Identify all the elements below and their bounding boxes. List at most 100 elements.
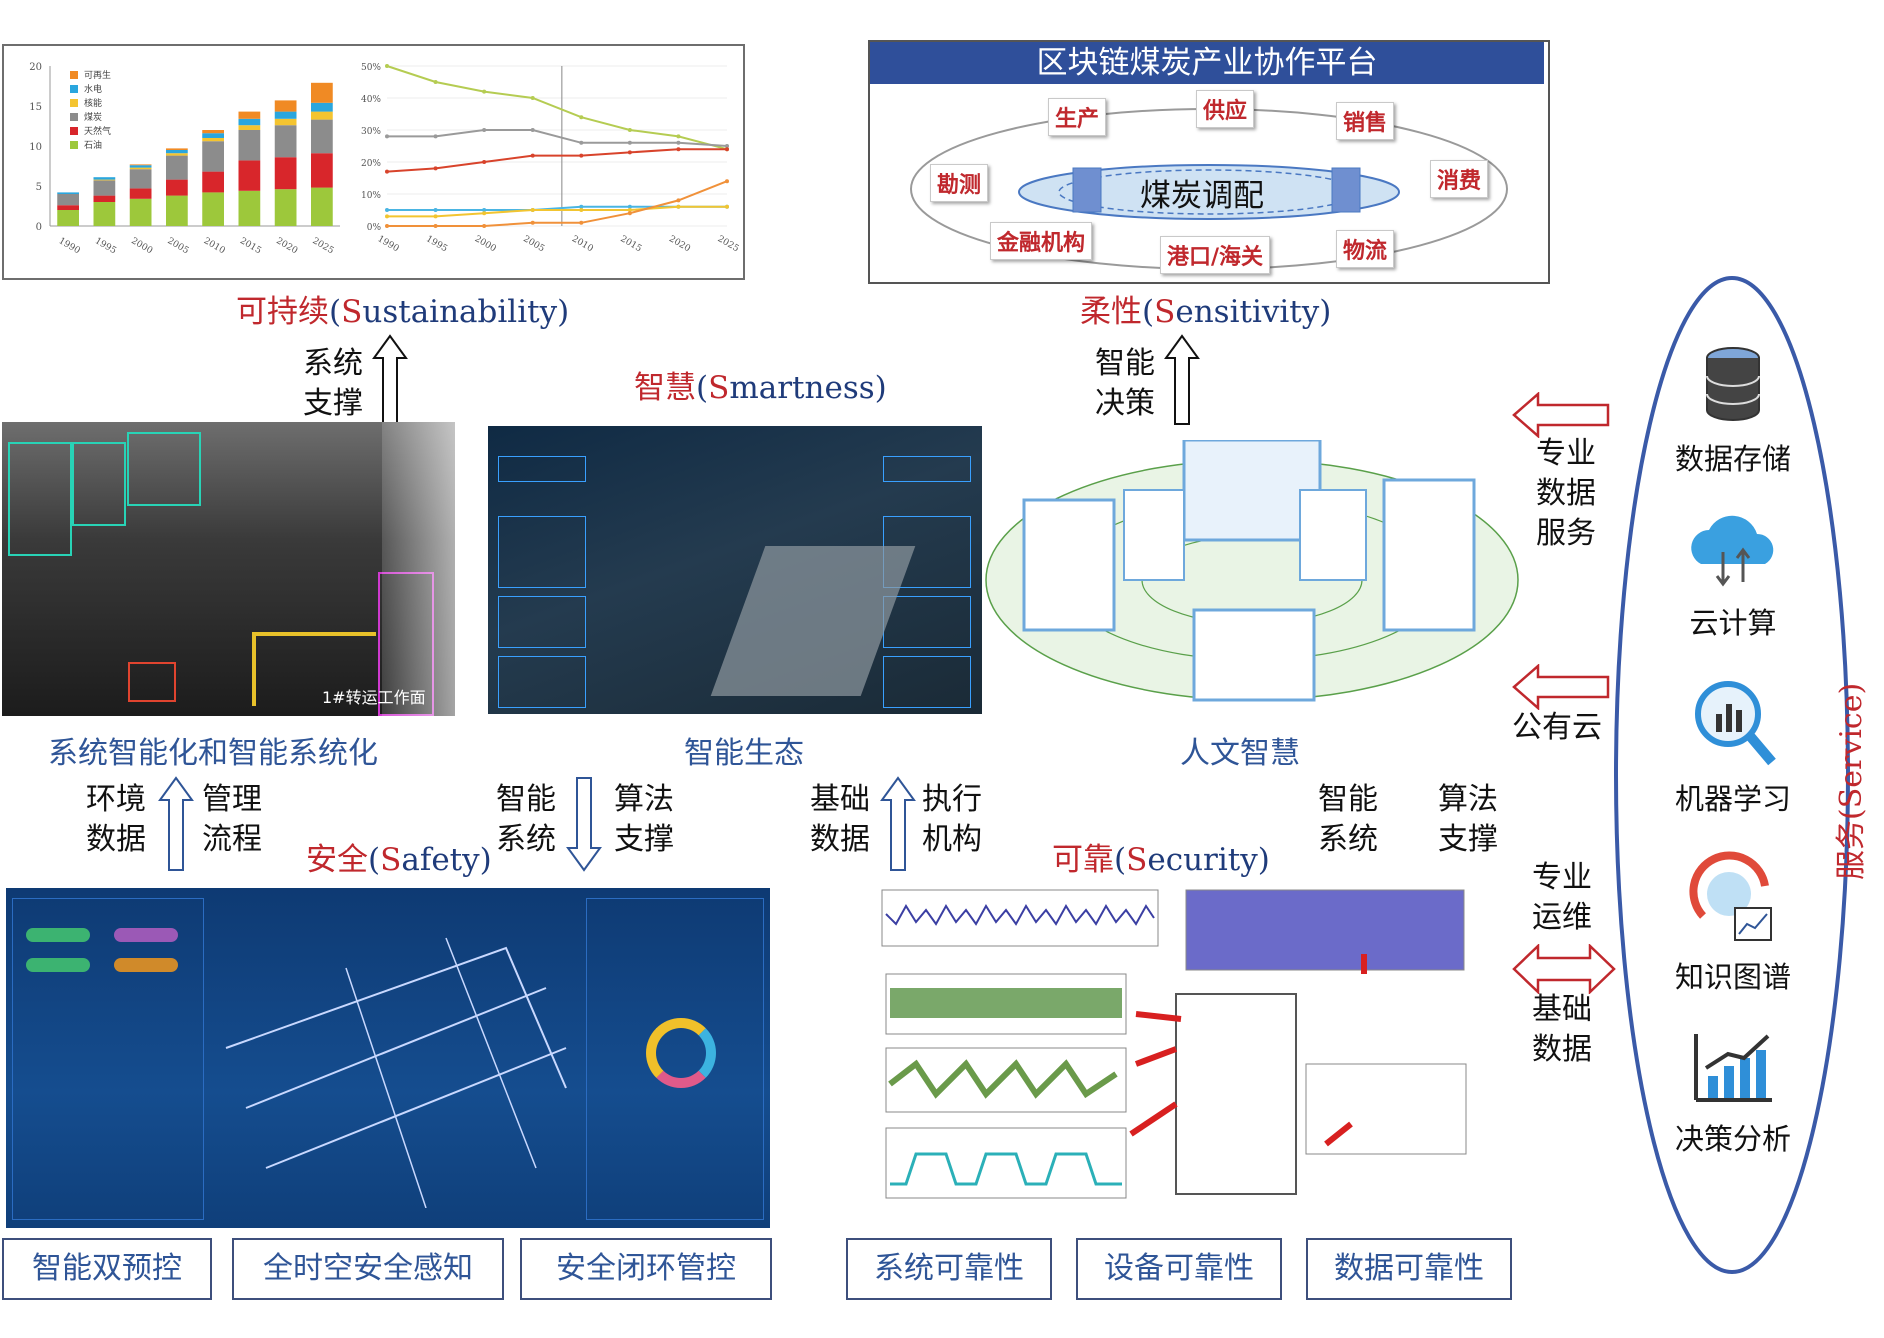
caption-eco: 智能生态 xyxy=(684,736,804,771)
legend-swatch xyxy=(70,99,78,107)
label-smart-system-l: 智能 系统 xyxy=(496,782,556,857)
line-point xyxy=(482,211,487,216)
line-point xyxy=(676,198,681,203)
bar-segment xyxy=(93,180,116,196)
box-data-reliability: 数据可靠性 xyxy=(1306,1238,1512,1300)
node-finance: 金融机构 xyxy=(990,222,1093,260)
line-ytick-label: 40% xyxy=(361,95,381,105)
bar-segment xyxy=(202,171,224,193)
line-point xyxy=(385,224,389,228)
label-smart-system-r: 智能 系统 xyxy=(1318,782,1378,857)
bar-segment xyxy=(93,179,116,181)
title-service: 服务(Service) xyxy=(1834,682,1869,880)
bar-segment xyxy=(238,190,261,226)
legend-swatch xyxy=(70,113,78,121)
service-knowledge-graph: 知识图谱 xyxy=(1648,846,1818,996)
bar-segment xyxy=(274,157,297,190)
arrow-down-smart-system xyxy=(566,777,602,872)
smart-ecosystem-dashboard xyxy=(488,426,982,714)
line-xtick-label: 1990 xyxy=(376,234,401,254)
line-point xyxy=(627,211,632,216)
line-point xyxy=(676,140,681,145)
bar-segment xyxy=(274,111,297,119)
line-point xyxy=(579,115,584,120)
box-closed-loop: 安全闭环管控 xyxy=(520,1238,772,1300)
box-equipment-reliability: 设备可靠性 xyxy=(1076,1238,1282,1300)
line-series xyxy=(386,65,728,151)
line-point xyxy=(530,96,535,100)
line-point xyxy=(482,208,487,212)
signal-plots xyxy=(881,889,1467,1199)
label-env-data: 环境 数据 xyxy=(86,782,146,857)
title-sustainability: 可持续(Sustainability) xyxy=(236,294,570,330)
line-point xyxy=(579,208,584,212)
service-label-kg: 知识图谱 xyxy=(1674,960,1791,994)
bar-xtick-label: 2005 xyxy=(165,236,190,256)
legend-label: 天然气 xyxy=(84,125,111,137)
line-point xyxy=(433,208,438,212)
line-ytick-label: 10% xyxy=(361,191,381,201)
bar-xtick-label: 1995 xyxy=(93,236,118,256)
line-point xyxy=(433,134,438,139)
line-point xyxy=(385,134,389,139)
line-series xyxy=(387,205,727,218)
bar-segment xyxy=(311,119,333,154)
bar-xtick-label: 2020 xyxy=(274,236,299,256)
blockchain-platform-panel: 区块链煤炭产业协作平台 煤炭调配 生产 供应 销售 勘测 消费 金融机构 港口/… xyxy=(868,40,1550,284)
line-point xyxy=(725,204,729,209)
bar-segment xyxy=(57,194,79,206)
bar-segment xyxy=(57,205,79,210)
line-point xyxy=(482,224,487,228)
line-point xyxy=(676,147,681,152)
bar-segment xyxy=(166,179,188,196)
line-point xyxy=(627,140,632,145)
line-xtick-label: 2010 xyxy=(570,234,595,254)
decision-chart-icon xyxy=(1694,1034,1772,1102)
line-series xyxy=(386,148,727,173)
node-survey: 勘测 xyxy=(930,164,989,202)
database-icon xyxy=(1706,347,1760,421)
line-ytick-label: 30% xyxy=(361,127,381,137)
bar-segment xyxy=(274,189,297,226)
knowledge-graph-icon xyxy=(1689,851,1772,941)
bar-xtick-label: 2015 xyxy=(238,236,263,256)
line-ytick-label: 20% xyxy=(361,159,381,169)
service-cloud-computing: 云计算 xyxy=(1648,508,1818,642)
service-label-cloud: 云计算 xyxy=(1689,606,1777,640)
label-pro-data: 专业 数据 服务 xyxy=(1536,436,1596,551)
service-data-storage: 数据存储 xyxy=(1648,344,1818,478)
line-point xyxy=(725,144,729,148)
bar-segment xyxy=(238,118,261,126)
bar-segment xyxy=(57,192,79,194)
bar-segment xyxy=(166,148,188,150)
bar-xtick-label: 1990 xyxy=(57,236,82,256)
bar-segment xyxy=(274,100,297,112)
label-public-cloud: 公有云 xyxy=(1512,710,1602,745)
line-point xyxy=(725,147,729,152)
service-decision-analysis: 决策分析 xyxy=(1648,1028,1818,1158)
line-point xyxy=(627,204,632,209)
legend-swatch xyxy=(70,85,78,93)
bar-xtick-label: 2010 xyxy=(202,236,227,256)
mine-overlay-text: 1#转运工作面 xyxy=(322,688,426,707)
bar-ytick-label: 15 xyxy=(29,102,42,113)
line-ytick-label: 50% xyxy=(361,63,381,73)
bar-segment xyxy=(238,125,261,130)
bar-segment xyxy=(129,188,152,199)
title-smartness: 智慧(Smartness) xyxy=(634,370,887,406)
label-algo-support-l: 算法 支撑 xyxy=(614,782,674,857)
arrow-up-system-support xyxy=(372,334,408,425)
box-system-reliability: 系统可靠性 xyxy=(846,1238,1052,1300)
line-point xyxy=(579,153,584,158)
magnifier-chart-icon xyxy=(1695,681,1776,766)
legend-label: 水电 xyxy=(84,83,102,95)
legend-swatch xyxy=(70,71,78,79)
node-consumption: 消费 xyxy=(1430,160,1489,198)
arrow-up-env xyxy=(158,776,194,871)
bar-segment xyxy=(311,102,333,112)
line-point xyxy=(627,208,632,212)
arrow-up-smart-decision xyxy=(1164,334,1200,425)
bar-segment xyxy=(129,165,152,168)
reliability-signals xyxy=(876,884,1470,1204)
label-system-support: 系统 支撑 xyxy=(303,346,363,421)
